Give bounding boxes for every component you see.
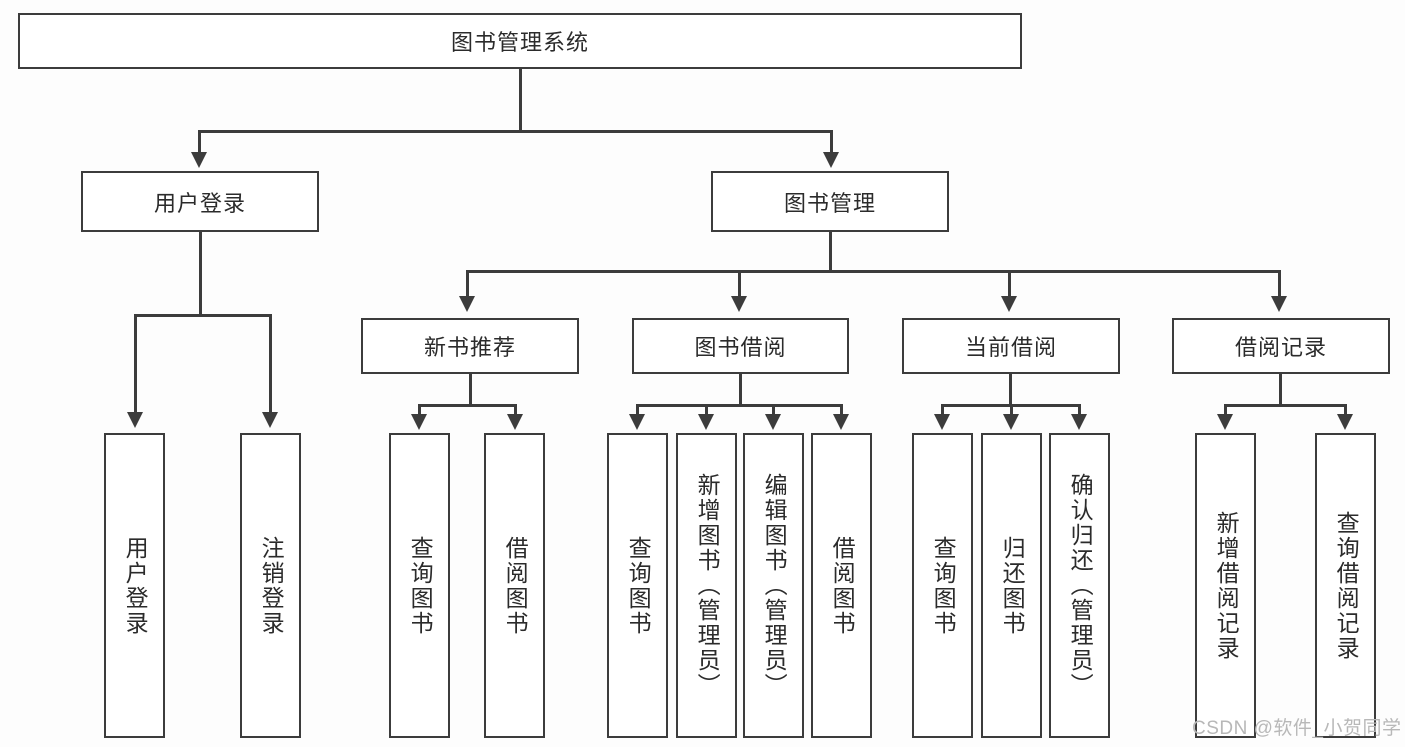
connector-nb-to-leaf-2 (514, 404, 517, 417)
node-label: 图书管理系统 (450, 30, 589, 55)
node-label: 用户登录 (122, 535, 149, 636)
arrow-bm-to-borrow-record (1271, 296, 1287, 312)
connector-book-borrow-stem (739, 374, 742, 406)
leaf-book-borrow-edit-book-admin[interactable]: 编辑图书（管理员） (743, 433, 804, 738)
connector-borrow-record-stem (1279, 374, 1282, 406)
arrow-bm-to-new-book (459, 296, 475, 312)
connector-cb-to-leaf-2 (1010, 404, 1013, 417)
connector-user-login-stem (199, 232, 202, 316)
node-book-borrow[interactable]: 图书借阅 (632, 318, 849, 374)
connector-cb-to-leaf-1 (941, 404, 944, 417)
connector-user-login-to-leaf-1 (134, 314, 137, 416)
arrow-bm-to-book-borrow (731, 296, 747, 312)
connector-bb-to-leaf-1 (636, 404, 639, 417)
node-label: 图书管理 (783, 190, 876, 216)
leaf-current-borrow-return-book[interactable]: 归还图书 (981, 433, 1042, 738)
arrow-cb-to-leaf-1 (934, 414, 950, 430)
arrow-root-to-user-login (191, 152, 207, 168)
connector-current-borrow-stem (1009, 374, 1012, 406)
connector-bm-to-borrow-record (1278, 270, 1281, 300)
arrow-cb-to-leaf-3 (1071, 414, 1087, 430)
node-label: 借阅图书 (829, 535, 856, 636)
connector-bm-to-current-borrow (1008, 270, 1011, 300)
leaf-new-book-borrow-book[interactable]: 借阅图书 (484, 433, 545, 738)
arrow-bb-to-leaf-2 (698, 414, 714, 430)
arrow-bb-to-leaf-1 (629, 414, 645, 430)
arrow-br-to-leaf-2 (1337, 414, 1353, 430)
leaf-book-borrow-add-book-admin[interactable]: 新增图书（管理员） (676, 433, 737, 738)
connector-borrow-record-bus (1224, 404, 1346, 407)
connector-bm-to-book-borrow (738, 270, 741, 300)
connector-current-borrow-bus (941, 404, 1078, 407)
arrow-bm-to-current-borrow (1001, 296, 1017, 312)
node-user-login[interactable]: 用户登录 (81, 171, 319, 232)
arrow-root-to-book-management (823, 152, 839, 168)
arrow-cb-to-leaf-2 (1003, 414, 1019, 430)
leaf-new-book-query-book[interactable]: 查询图书 (389, 433, 450, 738)
leaf-user-login-logout[interactable]: 注销登录 (240, 433, 301, 738)
node-label: 借阅记录 (1234, 335, 1327, 360)
node-label: 归还图书 (999, 535, 1026, 636)
arrow-nb-to-leaf-1 (411, 414, 427, 430)
leaf-user-login-login[interactable]: 用户登录 (104, 433, 165, 738)
node-label: 图书借阅 (694, 335, 787, 360)
connector-root-stem (519, 69, 522, 132)
arrow-user-login-to-leaf-1 (127, 412, 143, 428)
node-label: 查询图书 (407, 535, 434, 636)
leaf-borrow-record-query-record[interactable]: 查询借阅记录 (1315, 433, 1376, 738)
connector-root-to-book-management (830, 130, 833, 156)
connector-user-login-to-leaf-2 (269, 314, 272, 416)
connector-book-management-bus (466, 270, 1278, 273)
node-borrow-record[interactable]: 借阅记录 (1172, 318, 1390, 374)
connector-bb-to-leaf-4 (840, 404, 843, 417)
connector-book-management-stem (829, 232, 832, 272)
arrow-nb-to-leaf-2 (507, 414, 523, 430)
connector-root-bus (198, 130, 832, 133)
connector-br-to-leaf-1 (1224, 404, 1227, 417)
connector-user-login-bus (134, 314, 271, 317)
csdn-watermark: CSDN @软件_小贺同学 (1192, 718, 1402, 739)
node-label: 查询图书 (930, 535, 957, 636)
node-new-book-recommend[interactable]: 新书推荐 (361, 318, 579, 374)
node-label: 新书推荐 (423, 335, 516, 360)
node-label: 当前借阅 (964, 335, 1057, 360)
connector-nb-to-leaf-1 (418, 404, 421, 417)
leaf-book-borrow-query-book[interactable]: 查询图书 (607, 433, 668, 738)
node-label: 注销登录 (258, 535, 285, 636)
leaf-book-borrow-borrow-book[interactable]: 借阅图书 (811, 433, 872, 738)
leaf-borrow-record-add-record[interactable]: 新增借阅记录 (1195, 433, 1256, 738)
arrow-user-login-to-leaf-2 (262, 412, 278, 428)
connector-bm-to-new-book (466, 270, 469, 300)
node-label: 借阅图书 (502, 535, 529, 636)
node-label: 确认归还（管理员） (1067, 473, 1094, 698)
node-current-borrow[interactable]: 当前借阅 (902, 318, 1120, 374)
connector-book-borrow-bus (636, 404, 842, 407)
connector-cb-to-leaf-3 (1078, 404, 1081, 417)
leaf-current-borrow-confirm-return-admin[interactable]: 确认归还（管理员） (1049, 433, 1110, 738)
arrow-br-to-leaf-1 (1217, 414, 1233, 430)
node-label: 新增借阅记录 (1213, 510, 1240, 661)
node-label: 编辑图书（管理员） (761, 473, 788, 698)
connector-new-book-bus (418, 404, 516, 407)
connector-bb-to-leaf-2 (705, 404, 708, 417)
connector-bb-to-leaf-3 (772, 404, 775, 417)
node-label: 新增图书（管理员） (694, 473, 721, 698)
arrow-bb-to-leaf-3 (765, 414, 781, 430)
connector-root-to-user-login (198, 130, 201, 156)
node-label: 查询图书 (625, 535, 652, 636)
connector-new-book-stem (469, 374, 472, 406)
connector-br-to-leaf-2 (1344, 404, 1347, 417)
node-root-book-management-system[interactable]: 图书管理系统 (18, 13, 1022, 69)
leaf-current-borrow-query-book[interactable]: 查询图书 (912, 433, 973, 738)
node-book-management[interactable]: 图书管理 (711, 171, 949, 232)
node-label: 查询借阅记录 (1333, 510, 1360, 661)
node-label: 用户登录 (153, 190, 246, 216)
arrow-bb-to-leaf-4 (833, 414, 849, 430)
